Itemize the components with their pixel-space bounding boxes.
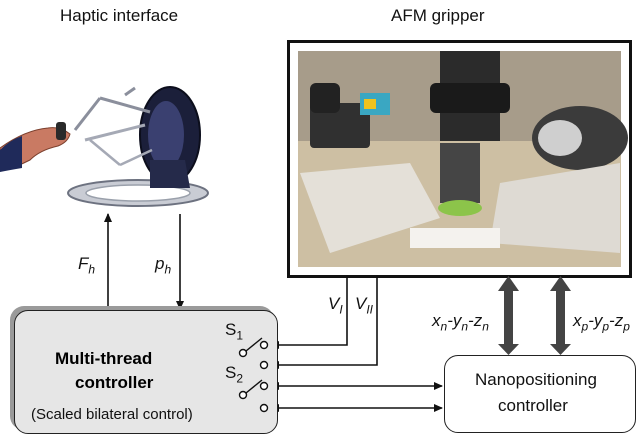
ph-label: ph [155, 254, 172, 277]
switch-s1-label: S1 [225, 320, 244, 343]
switch-s1 [238, 337, 269, 370]
nano-title-line2: controller [498, 396, 568, 415]
v1-subscript: I [339, 302, 343, 317]
ph-subscript: h [164, 262, 172, 277]
xp-thick-arrow [550, 276, 571, 355]
controller-title-line2: controller [75, 373, 154, 392]
fh-label: Fh [78, 254, 96, 277]
v2-label: VII [355, 294, 374, 317]
afm-photo-illustration [298, 51, 628, 267]
v2-subscript: II [366, 302, 374, 317]
v2-line [270, 275, 378, 369]
nanopositioning-controller-box: Nanopositioning controller [444, 355, 636, 433]
xn-yn-zn-label: xn-yn-zn [432, 311, 489, 334]
nano-title-line1: Nanopositioning [475, 370, 597, 389]
controller-title-line1: Multi-thread [55, 349, 153, 368]
afm-gripper-photo [287, 40, 632, 278]
v1-label: VI [328, 294, 343, 317]
xn-thick-arrow [498, 276, 519, 355]
controller-subtitle: (Scaled bilateral control) [31, 406, 193, 423]
switch-s2 [238, 379, 269, 413]
xp-yp-zp-label: xp-yp-zp [573, 311, 630, 334]
fh-subscript: h [88, 262, 96, 277]
haptic-interface-title: Haptic interface [60, 6, 179, 25]
afm-gripper-title: AFM gripper [391, 6, 485, 25]
switch-s2-label: S2 [225, 363, 244, 386]
multi-thread-controller-box: Multi-thread controller (Scaled bilatera… [14, 310, 278, 434]
v1-line [270, 275, 348, 349]
